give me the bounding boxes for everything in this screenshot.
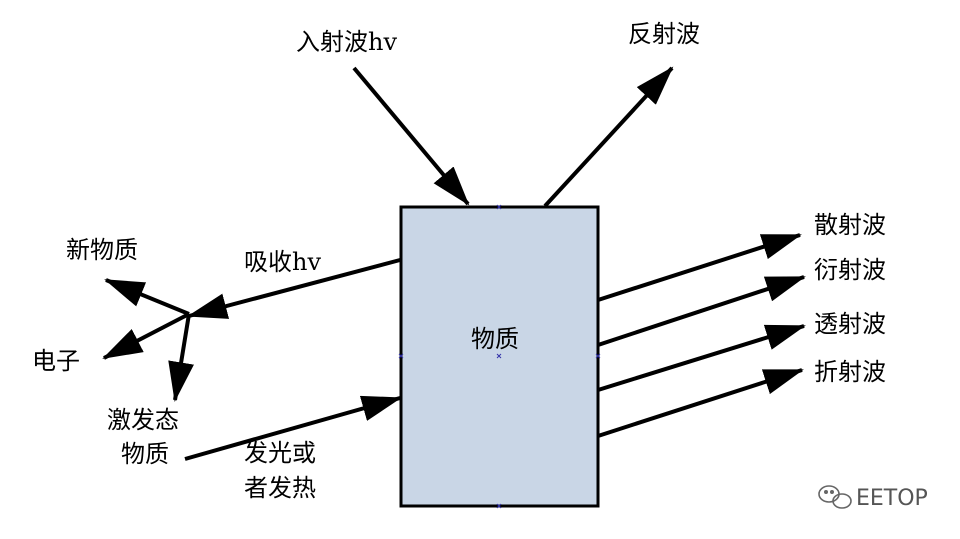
excited-matter-arrow [168, 313, 194, 402]
refracted-label: 折射波 [814, 358, 886, 386]
emission-label-line2: 者发热 [244, 474, 316, 502]
reflected-arrow [543, 66, 674, 208]
diffracted-arrow [597, 275, 806, 347]
new-matter-label: 新物质 [66, 236, 138, 264]
excited-label-line2: 物质 [121, 440, 169, 468]
watermark: EETOP [818, 485, 928, 511]
incident-label: 入射波hv [296, 28, 397, 56]
electron-label: 电子 [32, 347, 80, 375]
transmitted-label: 透射波 [814, 310, 886, 338]
new-matter-arrow [104, 278, 190, 316]
electron-arrow [102, 312, 190, 360]
watermark-text: EETOP [856, 486, 928, 511]
transmitted-arrow [597, 324, 806, 392]
absorption-arrow [187, 258, 401, 319]
reflected-label: 反射波 [628, 20, 700, 48]
wechat-icon [818, 485, 852, 509]
emission-arrow [184, 395, 402, 461]
excited-label-line1: 激发态 [107, 406, 179, 434]
diffracted-label: 衍射波 [814, 256, 886, 284]
absorbed-label: 吸收hv [244, 248, 321, 276]
emission-label-line1: 发光或 [244, 439, 316, 467]
center-label: 物质 [471, 325, 519, 353]
scattered-label: 散射波 [814, 211, 886, 239]
refracted-arrow [597, 368, 804, 438]
box-anchor-marks [398, 204, 601, 509]
incident-arrow [352, 66, 470, 206]
scattered-arrow [597, 233, 802, 302]
